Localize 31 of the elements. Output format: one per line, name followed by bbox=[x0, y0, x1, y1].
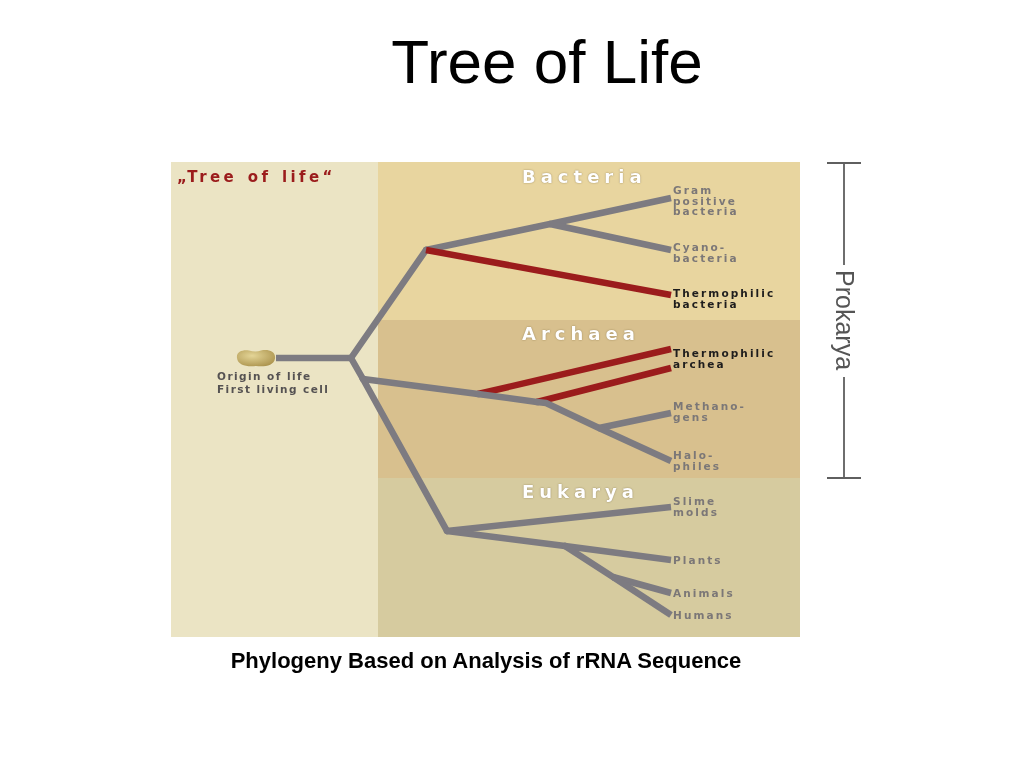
taxon-label: Methano- gens bbox=[671, 401, 746, 422]
tree-branch bbox=[612, 573, 672, 597]
taxon-label: Animals bbox=[671, 588, 735, 599]
taxon-label: Gram positive bacteria bbox=[671, 185, 739, 217]
tree-branch bbox=[549, 220, 672, 254]
taxon-label: Thermophilic archea bbox=[671, 348, 776, 369]
taxon-label: Thermophilic bacteria bbox=[671, 288, 776, 309]
cell-caption: First living cell bbox=[217, 383, 330, 396]
taxon-label: Humans bbox=[671, 609, 734, 620]
figure-panel bbox=[171, 162, 800, 637]
cell-caption: Origin of life bbox=[217, 370, 312, 383]
band-heading: Eukarya bbox=[522, 481, 639, 502]
taxon-label: Plants bbox=[671, 555, 723, 566]
page-title: Tree of Life bbox=[391, 31, 703, 93]
tree-branch bbox=[561, 542, 617, 581]
cell-icon bbox=[236, 349, 276, 367]
panel-heading: „Tree of life“ bbox=[177, 169, 336, 186]
tree-branch bbox=[598, 409, 672, 432]
clade-band bbox=[378, 478, 800, 637]
tree-branch bbox=[611, 574, 673, 618]
bracket-label: Prokarya bbox=[832, 270, 857, 371]
band-heading: Bacteria bbox=[522, 166, 647, 187]
taxon-label: Cyano- bacteria bbox=[671, 242, 739, 263]
clade-band bbox=[378, 162, 800, 320]
tree-branch bbox=[425, 246, 672, 299]
tree-branch bbox=[564, 542, 672, 564]
taxon-label: Halo- philes bbox=[671, 450, 722, 471]
taxon-label: Slime molds bbox=[671, 496, 719, 517]
figure-caption: Phylogeny Based on Analysis of rRNA Sequence bbox=[230, 648, 742, 674]
clade-band bbox=[378, 320, 800, 478]
band-heading: Archaea bbox=[522, 323, 640, 344]
